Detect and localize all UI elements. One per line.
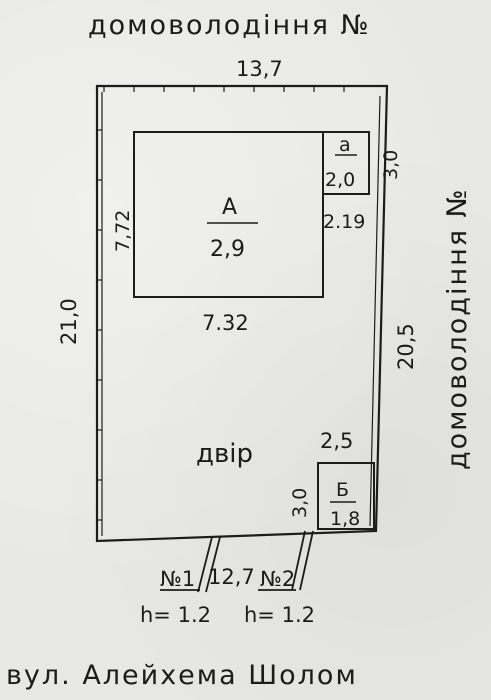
fence-ticks bbox=[97, 86, 381, 536]
dim-building-b-left: 3,0 bbox=[289, 488, 311, 518]
gate-markers bbox=[160, 530, 314, 593]
annex-a-letter: а bbox=[339, 134, 351, 156]
dim-annex-a-bottom: 2.19 bbox=[323, 211, 365, 233]
building-a-value: 2,9 bbox=[210, 237, 245, 262]
street-label: вул. Алейхема Шолом bbox=[6, 660, 358, 691]
dim-top: 13,7 bbox=[236, 57, 283, 81]
annex-a-value: 2,0 bbox=[325, 169, 355, 191]
dim-right: 20,5 bbox=[394, 323, 418, 370]
dim-annex-a-right: 3,0 bbox=[380, 150, 402, 180]
dim-building-a-bottom: 7.32 bbox=[202, 311, 249, 335]
building-b-letter: Б bbox=[336, 479, 349, 501]
gate-2-label: №2 bbox=[260, 567, 295, 591]
building-b bbox=[317, 462, 375, 530]
building-a bbox=[133, 131, 324, 298]
dim-building-b-top: 2,5 bbox=[320, 429, 353, 453]
dim-left: 21,0 bbox=[57, 298, 81, 345]
right-neighbor-label: домоволодіння № bbox=[442, 187, 473, 470]
dim-bottom: 12,7 bbox=[208, 565, 255, 589]
yard-label: двір bbox=[196, 439, 253, 469]
building-a-letter: А bbox=[222, 195, 237, 220]
top-neighbor-label: домоволодіння № bbox=[88, 10, 371, 41]
gate-1-height: h= 1.2 bbox=[140, 603, 211, 627]
lot-boundary bbox=[95, 84, 389, 543]
gate-2-height: h= 1.2 bbox=[244, 603, 315, 627]
gate-1-label: №1 bbox=[160, 567, 195, 591]
annex-a bbox=[322, 131, 370, 195]
dim-building-a-left: 7,72 bbox=[112, 210, 134, 252]
building-b-value: 1,8 bbox=[330, 508, 360, 530]
